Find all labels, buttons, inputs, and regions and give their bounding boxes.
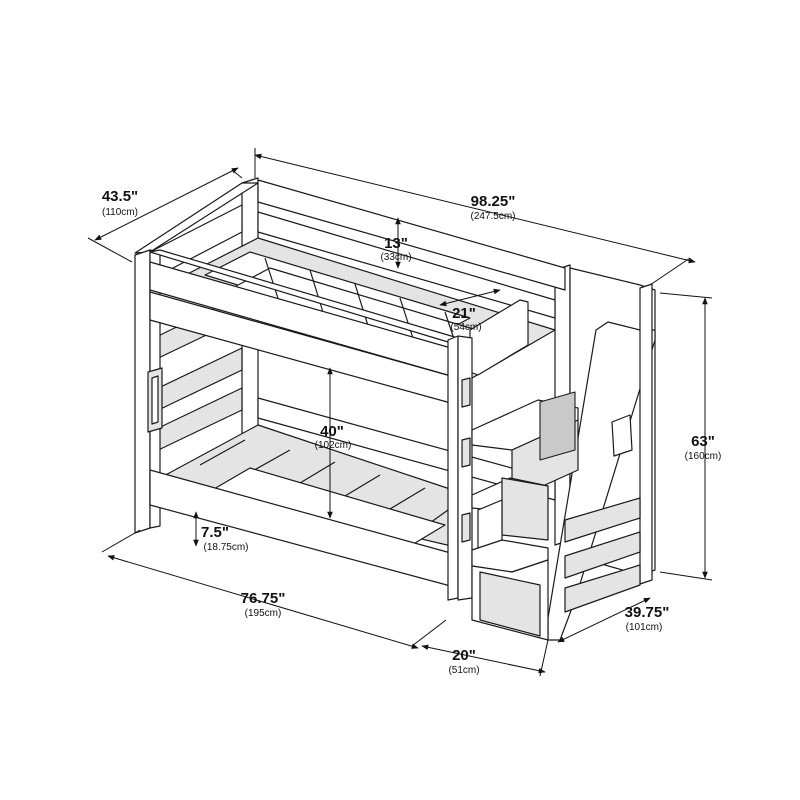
svg-text:40": 40" <box>320 423 344 440</box>
floor-clearance-label: 7.5" (18.75cm) <box>201 524 248 553</box>
svg-text:(101cm): (101cm) <box>626 622 663 633</box>
dimension-lines <box>87 148 713 677</box>
svg-text:(160cm): (160cm) <box>685 451 722 462</box>
svg-text:(110cm): (110cm) <box>102 207 138 218</box>
ladder-rung-2 <box>461 437 471 468</box>
svg-text:43.5": 43.5" <box>102 188 138 205</box>
bed-length-label: 76.75" (195cm) <box>241 590 286 619</box>
svg-text:(247.5cm): (247.5cm) <box>470 211 515 222</box>
stair-depth-label: 39.75" (101cm) <box>625 604 670 633</box>
height-label: 63" (160cm) <box>685 433 722 462</box>
svg-text:(195cm): (195cm) <box>245 608 282 619</box>
svg-text:98.25": 98.25" <box>471 193 516 210</box>
svg-text:76.75": 76.75" <box>241 590 286 607</box>
front-right-post-side <box>447 335 459 601</box>
svg-text:20": 20" <box>452 647 476 664</box>
depth-label: 43.5" (110cm) <box>102 188 138 218</box>
svg-text:(33cm): (33cm) <box>380 252 411 263</box>
length-label: 98.25" (247.5cm) <box>470 193 515 222</box>
bunk-clearance-label: 40" (102cm) <box>315 423 352 451</box>
svg-text:(18.75cm): (18.75cm) <box>203 542 248 553</box>
staircase-unit <box>471 267 656 641</box>
front-right-post <box>457 335 473 601</box>
entry-label: 21" (54cm) <box>450 305 481 333</box>
svg-text:63": 63" <box>691 433 715 450</box>
bottom-bunk-slats <box>159 424 469 556</box>
ladder-rung-3 <box>461 512 471 543</box>
svg-text:7.5": 7.5" <box>201 524 229 541</box>
svg-text:39.75": 39.75" <box>625 604 670 621</box>
svg-text:(54cm): (54cm) <box>450 322 481 333</box>
stair-width-label: 20" (51cm) <box>448 647 479 676</box>
post-bracket-inner <box>151 375 159 425</box>
svg-text:(51cm): (51cm) <box>448 665 479 676</box>
svg-text:(102cm): (102cm) <box>315 440 352 451</box>
svg-text:21": 21" <box>452 305 476 322</box>
guardrail-label: 13" (33cm) <box>380 235 411 263</box>
svg-text:13": 13" <box>384 235 408 252</box>
dimension-labels: 43.5" (110cm) 98.25" (247.5cm) 13" (33cm… <box>102 188 722 676</box>
ladder-rung-1 <box>461 377 471 408</box>
